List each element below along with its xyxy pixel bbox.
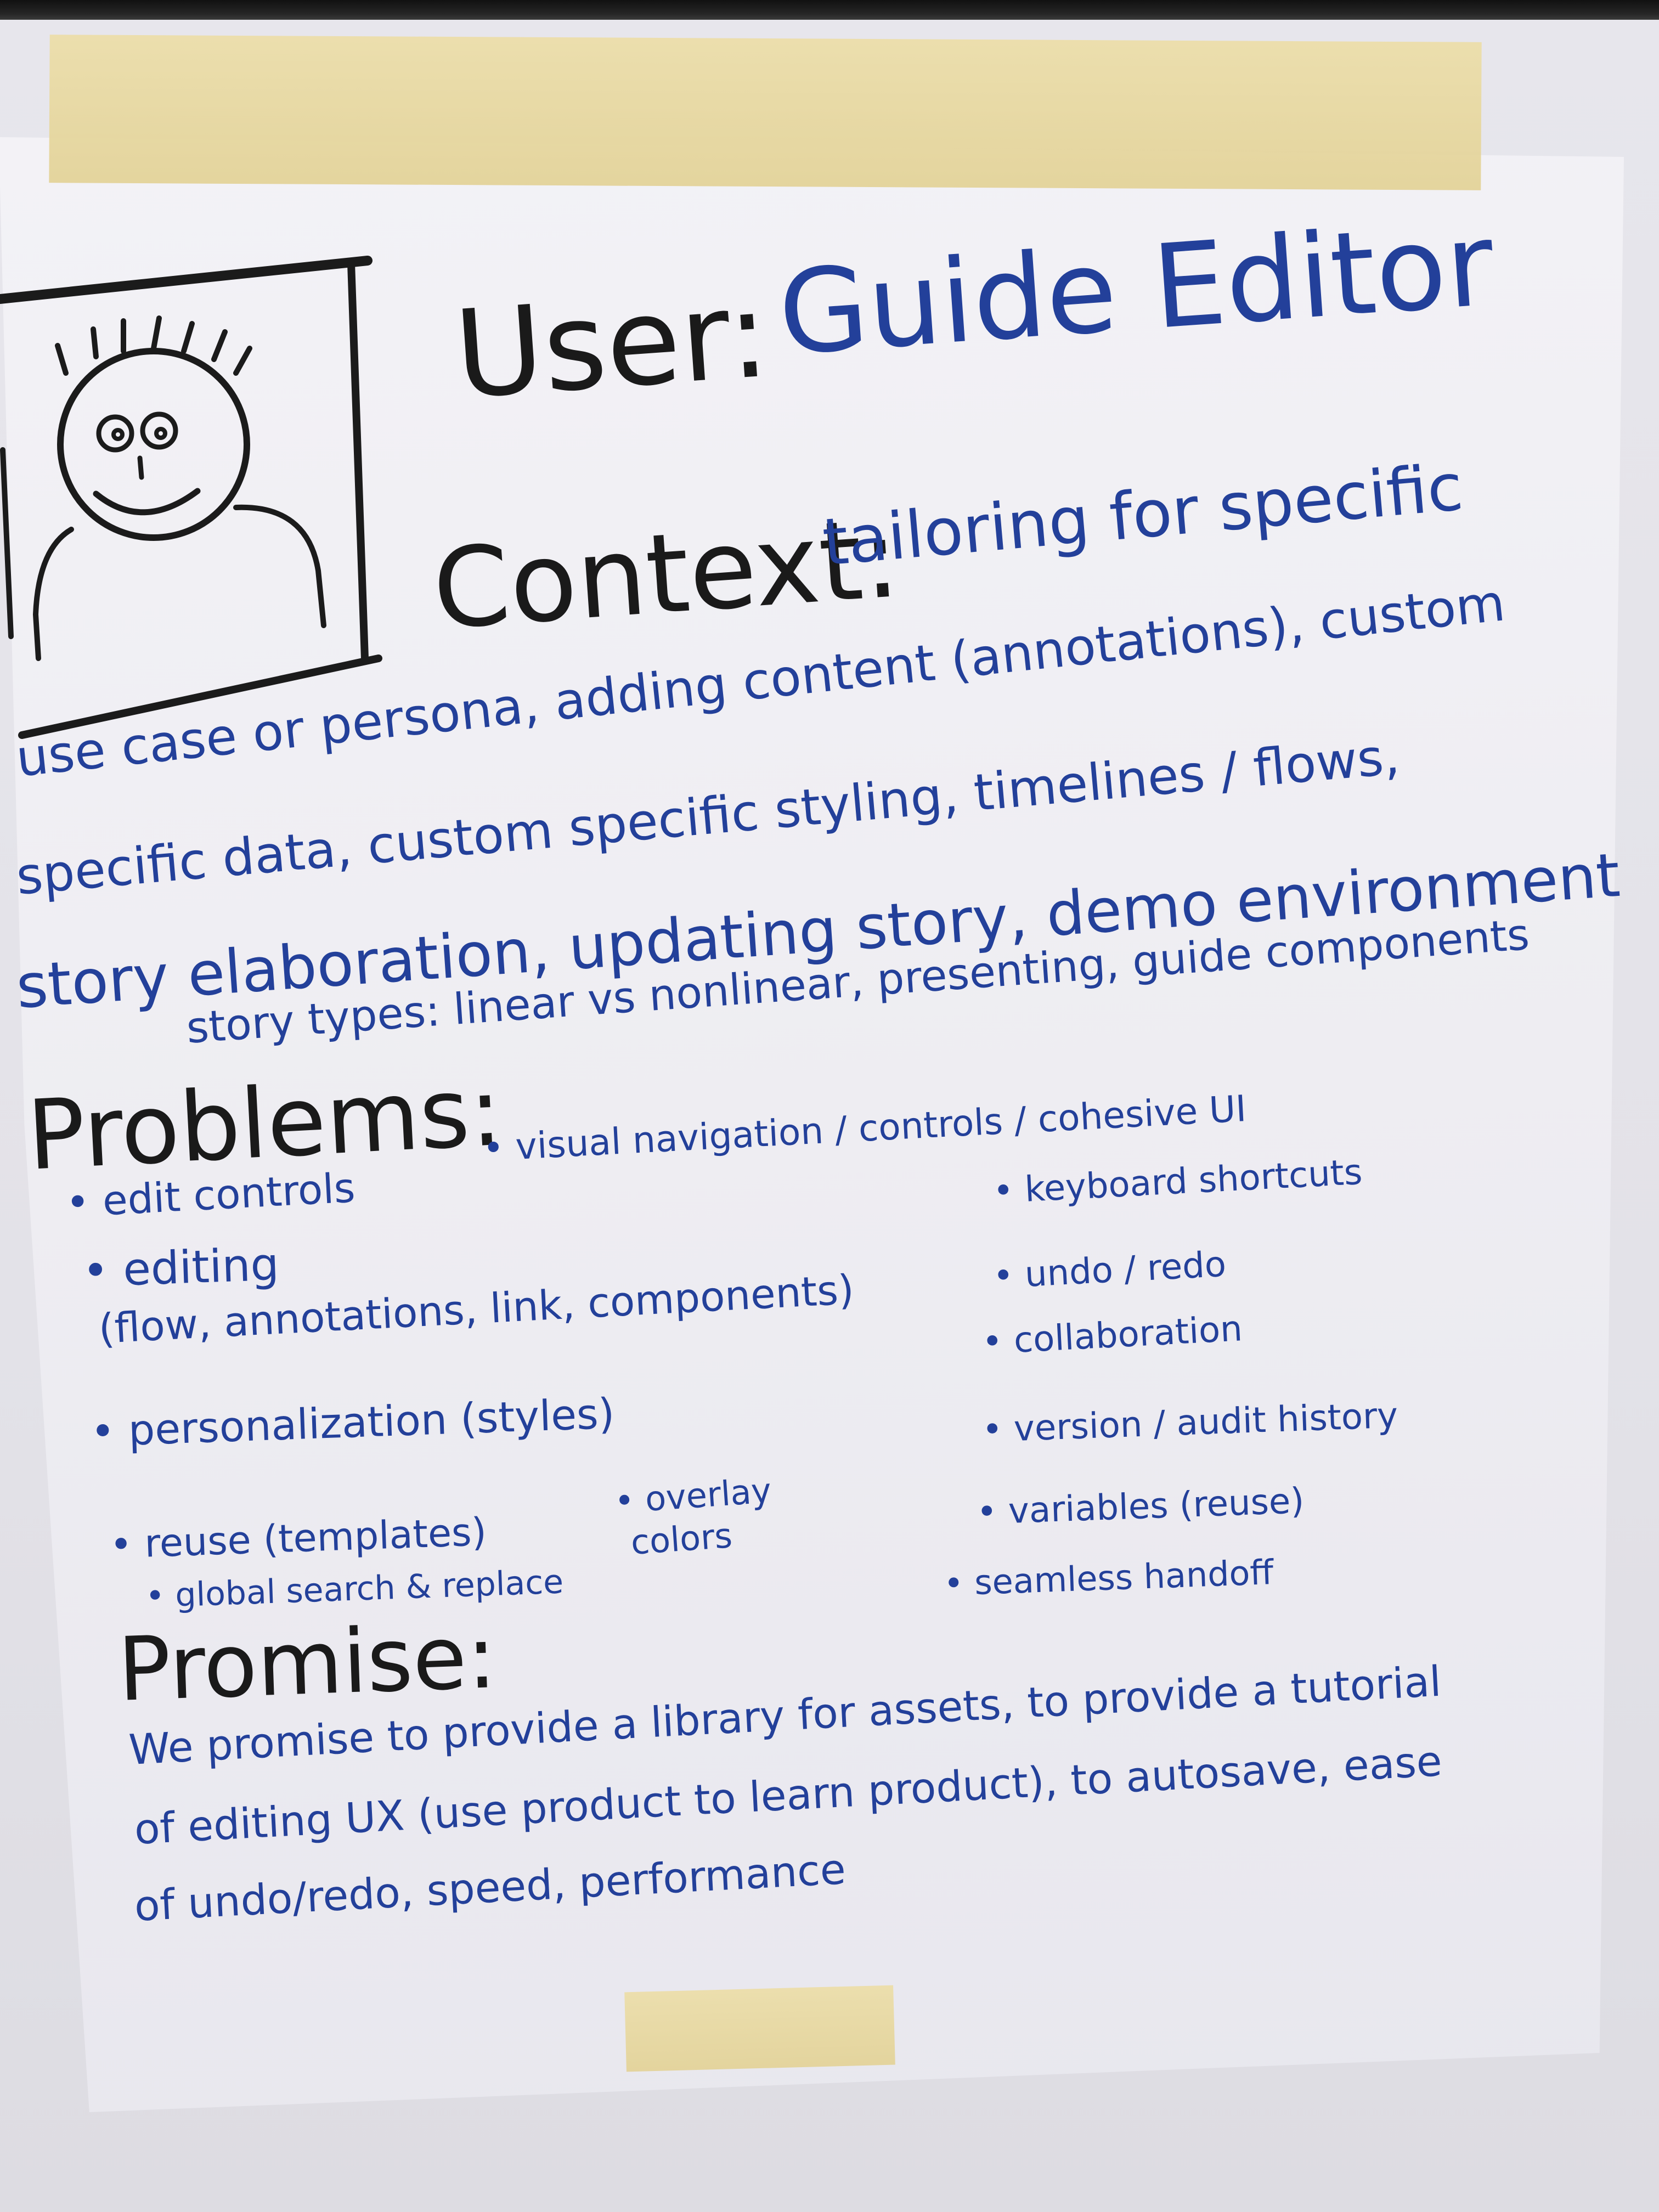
problem-right-6: • seamless handoff	[943, 1552, 1274, 1604]
user-label: User:	[450, 263, 774, 426]
persona-sketch-icon	[0, 256, 382, 739]
problem-middle-3: colors	[629, 1515, 734, 1562]
user-value: Guide Editor	[774, 197, 1498, 381]
problem-middle-2: • overlay	[613, 1470, 773, 1521]
promise-label: Promise:	[116, 1605, 498, 1721]
context-line-1: tailoring for specific	[819, 449, 1466, 580]
problem-right-2: • undo / redo	[992, 1244, 1227, 1297]
problem-left-2: • editing	[81, 1238, 280, 1297]
paper-sheet	[0, 137, 1624, 2112]
problem-middle-1: • visual navigation / controls / cohesiv…	[481, 1087, 1248, 1170]
promise-line-3: of undo/redo, speed, performance	[133, 1844, 847, 1931]
problem-right-5: • variables (reuse)	[975, 1481, 1305, 1533]
problem-left-6: • global search & replace	[144, 1562, 565, 1616]
problem-right-4: • version / audit history	[981, 1395, 1399, 1451]
problem-right-3: • collaboration	[981, 1308, 1244, 1363]
board-frame-edge	[0, 0, 1659, 20]
problem-left-5: • reuse (templates)	[109, 1509, 488, 1567]
problem-left-4: • personalization (styles)	[89, 1389, 616, 1456]
problem-right-1: • keyboard shortcuts	[992, 1152, 1363, 1212]
